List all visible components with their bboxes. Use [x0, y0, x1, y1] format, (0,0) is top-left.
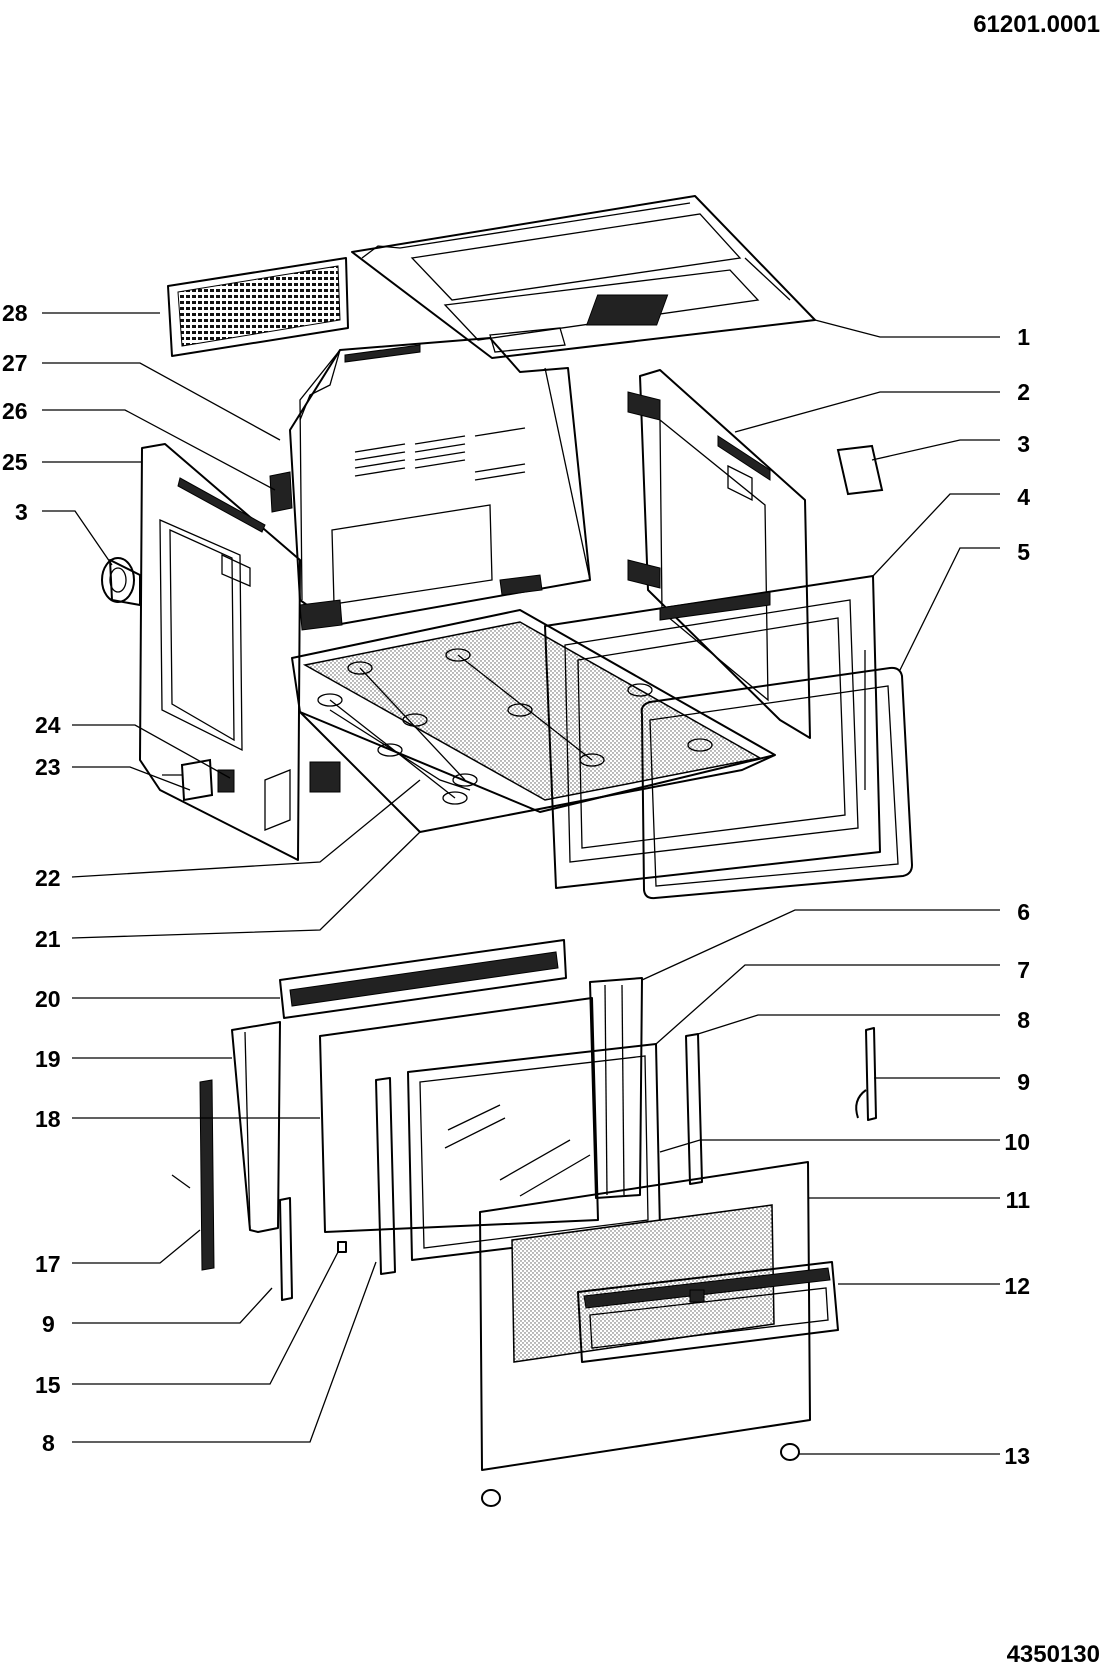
callout-17: 17 [35, 1251, 61, 1277]
part-door-handle [577, 1261, 839, 1363]
part-hinge-arm-right [855, 1027, 877, 1121]
callout-9-lower: 9 [42, 1311, 55, 1337]
part-side-strip-lower [375, 1077, 396, 1275]
part-clip-15 [337, 1241, 347, 1253]
callout-27: 27 [2, 350, 28, 376]
callout-3-left: 3 [15, 499, 28, 525]
callout-28: 28 [2, 300, 28, 326]
callout-22: 22 [35, 865, 61, 891]
callout-12: 12 [1004, 1273, 1030, 1299]
part-hinge-bracket-right [589, 977, 643, 1199]
callout-24: 24 [35, 712, 61, 738]
part-side-strip-upper [685, 1033, 703, 1185]
callout-6: 6 [1017, 899, 1030, 925]
callout-11: 11 [1006, 1187, 1031, 1213]
callout-15: 15 [35, 1372, 61, 1398]
callout-10: 10 [1004, 1129, 1030, 1155]
callout-8-lower: 8 [42, 1430, 55, 1456]
callout-26: 26 [2, 398, 28, 424]
leader-lines [42, 312, 1000, 1455]
callout-23: 23 [35, 754, 61, 780]
part-switch-24 [162, 758, 235, 802]
callout-21: 21 [35, 926, 61, 952]
part-inner-glass [319, 997, 599, 1233]
callout-2: 2 [1017, 379, 1030, 405]
callout-20: 20 [35, 986, 61, 1012]
part-clip-26 [269, 471, 293, 513]
drawing-code: 61201.0001 [973, 11, 1100, 38]
callout-13: 13 [1004, 1443, 1030, 1469]
part-left-side-panel [139, 443, 301, 861]
part-hinge-bracket-left [231, 1021, 281, 1233]
part-front-frame [544, 575, 881, 889]
part-screw-13b [481, 1489, 501, 1507]
part-top-cover [351, 195, 816, 359]
callout-9-upper: 9 [1017, 1069, 1030, 1095]
part-right-side-panel [627, 369, 811, 739]
callout-18: 18 [35, 1106, 61, 1132]
part-screw-13 [780, 1443, 800, 1461]
callout-3-right: 3 [1017, 431, 1030, 457]
part-door-seal [640, 666, 913, 900]
part-door-top-trim [279, 939, 567, 1019]
footer-code: 4350130 [1007, 1641, 1100, 1668]
part-rear-panel [289, 337, 591, 631]
callout-7: 7 [1017, 957, 1030, 983]
part-side-seal-left [199, 1079, 215, 1271]
part-grill [167, 257, 349, 357]
callout-8-upper: 8 [1017, 1007, 1030, 1033]
callout-25: 25 [2, 449, 28, 475]
part-clip-3-right [836, 444, 884, 496]
part-clip-3-left [101, 557, 141, 606]
part-outer-door-glass [479, 1161, 811, 1471]
callout-5: 5 [1017, 539, 1030, 565]
callout-19: 19 [35, 1046, 61, 1072]
callout-4: 4 [1017, 484, 1030, 510]
part-hinge-arm-left [279, 1197, 293, 1301]
callout-1: 1 [1017, 324, 1030, 350]
part-bracket [309, 761, 341, 793]
part-pin-17 [171, 1174, 191, 1189]
